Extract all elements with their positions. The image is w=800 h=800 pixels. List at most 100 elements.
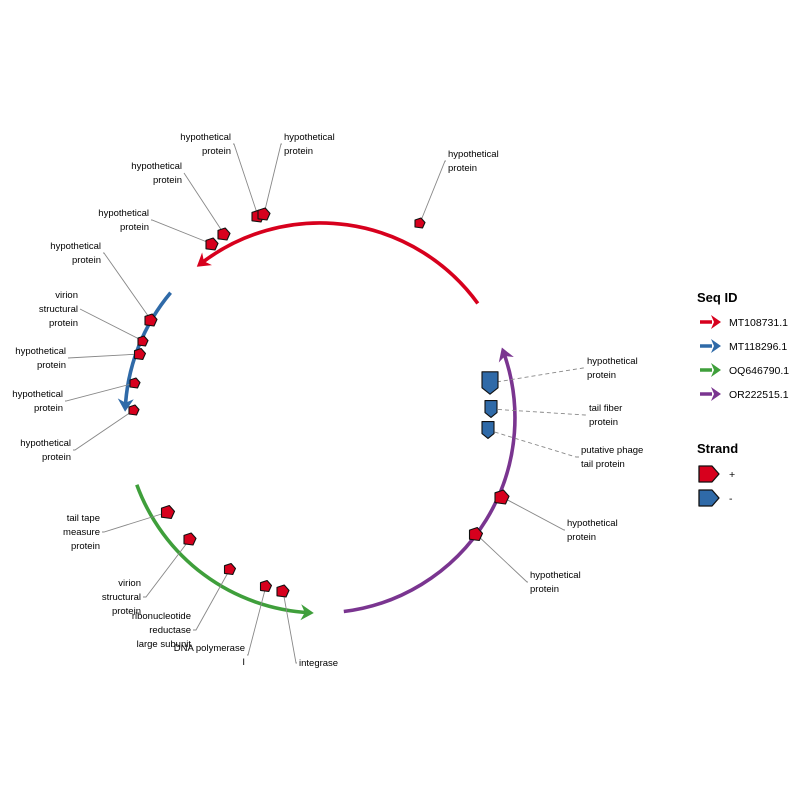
gene-marker: [217, 227, 231, 241]
label-leader-line: [247, 585, 267, 656]
sequence-arc-arrowhead: [498, 347, 514, 363]
gene-label: virion structural protein: [39, 290, 78, 329]
label-leader-line: [490, 408, 587, 416]
legend-seq-title: Seq ID: [697, 290, 737, 305]
gene-label-line: protein: [71, 541, 100, 552]
gene-label: hypothetical protein: [180, 132, 231, 157]
gene-marker: [129, 377, 141, 389]
legend-seq-swatch-arrowhead: [711, 387, 721, 401]
gene-label: integrase: [299, 658, 338, 669]
gene-marker: [259, 579, 273, 593]
gene-marker: [144, 313, 158, 327]
label-leader-line: [102, 511, 169, 533]
sequence-arc-arrowhead: [300, 604, 314, 621]
gene-label-line: hypothetical: [15, 346, 66, 357]
gene-label-line: hypothetical: [284, 132, 335, 143]
label-leader-line: [489, 367, 585, 384]
gene-label-line: hypothetical: [180, 132, 231, 143]
gene-label-line: virion: [118, 578, 141, 589]
gene-label: hypothetical protein: [448, 149, 499, 174]
legend-strand-label: +: [729, 469, 735, 481]
gene-label-line: hypothetical: [587, 356, 638, 367]
legend-seq-swatch-arrowhead: [711, 339, 721, 353]
label-leader-line: [79, 308, 144, 342]
gene-label-line: protein: [120, 222, 149, 233]
gene-label: hypothetical protein: [20, 438, 71, 463]
gene-label-line: putative phage: [581, 445, 643, 456]
gene-label-line: protein: [284, 146, 313, 157]
gene-label-line: protein: [530, 584, 559, 595]
gene-marker: [257, 207, 271, 221]
sequence-arc: [123, 291, 172, 408]
gene-marker: [481, 371, 499, 395]
label-leader-line: [193, 568, 231, 631]
gene-label: virion structural protein: [102, 578, 141, 617]
gene-label-line: protein: [49, 318, 78, 329]
legend-seq-label: MT118296.1: [729, 341, 787, 353]
gene-label-line: hypothetical: [20, 438, 71, 449]
legend-seq-swatch-arrowhead: [711, 315, 721, 329]
gene-label-line: virion: [55, 290, 78, 301]
gene-label: hypothetical protein: [530, 570, 581, 595]
gene-label-line: protein: [202, 146, 231, 157]
label-leader-line: [501, 496, 565, 531]
gene-marker: [414, 217, 426, 229]
legend: Seq ID MT108731.1MT118296.1OQ646790.1OR2…: [697, 290, 789, 507]
legend-strand-swatch: [698, 489, 720, 507]
gene-label-line: ribonucleotide: [132, 611, 191, 622]
legend-seq-label: OR222515.1: [729, 389, 789, 401]
gene-label-line: structural: [39, 304, 78, 315]
label-leader-line: [65, 382, 136, 402]
gene-marker: [484, 400, 498, 418]
gene-label-line: hypothetical: [567, 518, 618, 529]
gene-label: hypothetical protein: [98, 208, 149, 233]
sequence-arcs: [117, 221, 517, 621]
gene-label-line: tail protein: [581, 459, 625, 470]
gene-marker: [276, 584, 290, 598]
gene-label-line: protein: [587, 370, 616, 381]
gene-marker: [223, 562, 237, 576]
label-leader-line: [67, 353, 141, 359]
gene-label-line: I: [242, 657, 245, 668]
gene-marker: [128, 404, 140, 416]
gene-marker: [137, 335, 149, 347]
gene-label-line: hypothetical: [131, 161, 182, 172]
gene-label-line: structural: [102, 592, 141, 603]
gene-marker: [481, 421, 495, 439]
label-leader-line: [487, 429, 579, 458]
gene-label-line: protein: [34, 403, 63, 414]
sequence-arc-arrowhead: [117, 398, 134, 412]
legend-seq-swatch-arrowhead: [711, 363, 721, 377]
sequence-arc: [135, 484, 310, 615]
gene-label-line: hypothetical: [50, 241, 101, 252]
label-leader-line: [419, 160, 446, 224]
gene-label-line: hypothetical: [12, 389, 63, 400]
gene-label-line: hypothetical: [530, 570, 581, 581]
legend-seq-label: OQ646790.1: [729, 365, 789, 377]
label-leader-line: [233, 143, 259, 217]
gene-label-line: integrase: [299, 658, 338, 669]
gene-label-line: protein: [112, 606, 141, 617]
gene-label-line: hypothetical: [98, 208, 149, 219]
gene-label: hypothetical protein: [284, 132, 335, 157]
gene-label-line: protein: [448, 163, 477, 174]
gene-label-line: protein: [567, 532, 596, 543]
gene-label-line: protein: [589, 417, 618, 428]
gene-marker: [205, 237, 219, 251]
label-leader-line: [73, 409, 135, 451]
gene-label-line: large subunit: [137, 639, 192, 650]
gene-label-line: protein: [42, 452, 71, 463]
gene-label-line: hypothetical: [448, 149, 499, 160]
legend-seq-label: MT108731.1: [729, 317, 788, 329]
legend-strand-swatch: [698, 465, 720, 483]
legend-strand-title: Strand: [697, 441, 738, 456]
gene-marker: [494, 489, 510, 505]
label-leader-line: [143, 538, 191, 598]
label-leader-line: [263, 143, 282, 215]
gene-label: putative phage tail protein: [581, 445, 643, 470]
